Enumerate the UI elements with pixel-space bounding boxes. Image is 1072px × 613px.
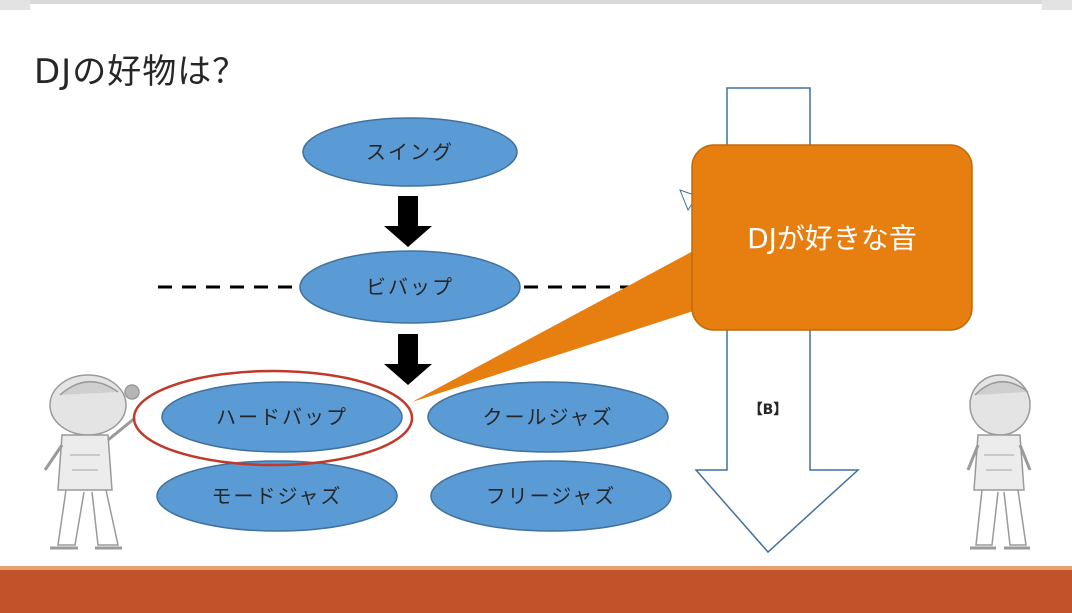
node-swing-label: スイング [366, 140, 454, 164]
node-freejazz: フリージャズ [430, 460, 672, 532]
slide-corner-right [1042, 0, 1072, 10]
node-cooljazz-label: クールジャズ [483, 405, 614, 429]
node-cooljazz: クールジャズ [427, 381, 669, 453]
node-hardbop-label: ハードバップ [216, 405, 348, 429]
highlight-ring-hardbop [132, 369, 414, 467]
node-bebop: ビバップ [299, 250, 521, 324]
slide-corner-left [0, 0, 30, 10]
right-musician-illustration [966, 374, 1032, 550]
slide-bottom-bar [0, 570, 1072, 613]
node-modejazz-label: モードジャズ [212, 484, 343, 508]
slide-top-border [0, 0, 1072, 4]
left-musician-illustration [43, 374, 140, 550]
slide-title: DJの好物は？ [34, 52, 248, 92]
big-arrow-label: 【B】 [749, 402, 788, 418]
node-modejazz: モードジャズ [156, 460, 398, 532]
callout-label: DJが好きな音 [747, 222, 917, 255]
callout-pointer [412, 250, 712, 402]
node-hardbop: ハードバップ [161, 381, 403, 453]
flow-arrow-swing-to-bebop [384, 196, 432, 247]
node-swing: スイング [302, 117, 518, 187]
callout-box [691, 144, 973, 331]
node-freejazz-label: フリージャズ [486, 484, 617, 508]
node-bebop-label: ビバップ [366, 275, 454, 299]
flow-arrow-bebop-to-hardbop [384, 334, 432, 385]
slide-bottom-accent-line [0, 566, 1072, 570]
